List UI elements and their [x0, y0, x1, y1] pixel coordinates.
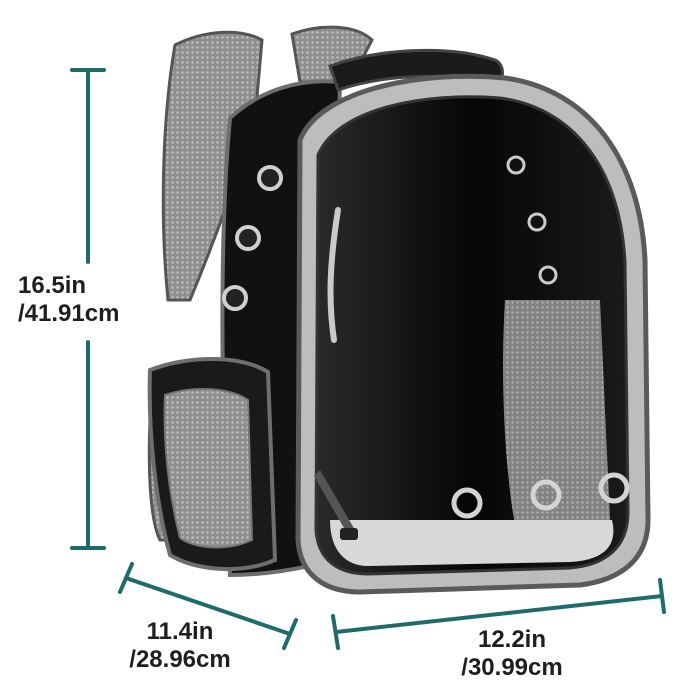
- dome-air-hole: [530, 479, 562, 511]
- dome-air-hole: [538, 265, 558, 285]
- zipper-tab: [340, 528, 358, 540]
- width-metric: /30.99cm: [461, 654, 563, 681]
- inner-mesh-panel: [503, 300, 610, 525]
- left-shoulder-strap: [161, 30, 264, 302]
- air-hole: [222, 285, 248, 311]
- height-dimension-label: 16.5in /41.91cm: [18, 272, 168, 328]
- zipper-pull: [314, 470, 355, 535]
- width-imperial: 12.2in: [477, 626, 547, 653]
- side-pocket-mesh: [163, 387, 254, 549]
- width-dimension-label: 12.2in /30.99cm: [432, 626, 592, 682]
- width-dimension-cap-right: [658, 578, 666, 614]
- dimension-lines: [70, 68, 666, 650]
- dome-air-hole: [598, 472, 630, 504]
- dome-air-hole: [506, 155, 526, 175]
- depth-metric: /28.96cm: [129, 646, 231, 673]
- pet-carrier-backpack-icon: [147, 25, 651, 595]
- width-dimension-cap-left: [331, 614, 340, 650]
- dome-air-hole: [451, 487, 483, 519]
- height-imperial: 16.5in: [18, 272, 87, 299]
- air-hole: [257, 165, 283, 191]
- floor-mat: [330, 520, 614, 566]
- depth-imperial: 11.4in: [146, 618, 214, 645]
- carry-handle: [328, 48, 504, 92]
- depth-dimension-label: 11.4in /28.96cm: [100, 618, 260, 674]
- dome-air-hole: [527, 212, 547, 232]
- depth-dimension-cap-left: [118, 562, 134, 594]
- window-reflection: [327, 207, 341, 343]
- height-metric: /41.91cm: [18, 300, 120, 327]
- width-dimension-line: [334, 594, 664, 634]
- air-hole: [235, 225, 261, 251]
- depth-dimension-line: [124, 576, 292, 636]
- depth-dimension-cap-right: [282, 618, 298, 650]
